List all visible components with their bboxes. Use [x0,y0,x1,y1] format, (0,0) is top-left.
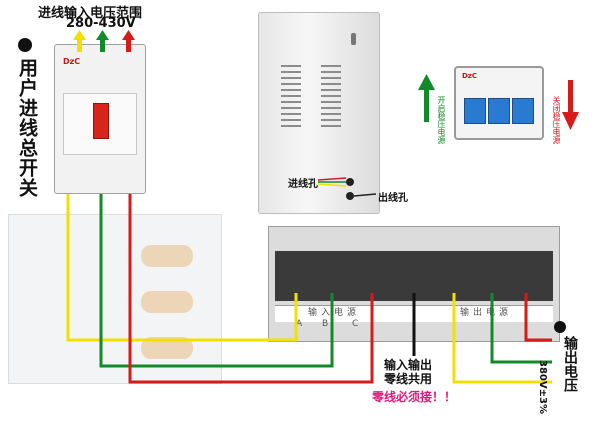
stabilizer-lower [8,214,222,384]
terminal-output-label: 输出电源 [460,308,513,318]
small-breaker-switch-3 [512,98,534,124]
wiring-diagram [66,30,579,384]
neutral-note: 输入输出 零线共用 [384,358,433,386]
cabinet-vent-left [281,65,301,131]
wire-yellow-output [452,293,552,384]
wire-in-label: 进线孔 [288,179,318,190]
wire-yellow-input [66,194,298,342]
terminal-letter-b: B [322,319,329,329]
neutral-warning: 零线必须接！！ [372,390,457,404]
input-arrow-green-icon [96,30,109,52]
input-arrow-yellow-icon [73,30,86,52]
cabinet-lock-icon [351,33,356,45]
input-range-title: 进线输入电压范围 [38,6,143,21]
wire-green-output [490,293,552,364]
close-arrow-icon [562,80,579,130]
main-switch-label: 用户进线总开关 [16,58,38,198]
transformer-coil-3 [141,337,193,359]
wire-out-label: 出线孔 [378,193,408,204]
wire-green-input [99,194,334,368]
main-breaker-brand: DzC [63,57,81,66]
main-breaker: DzC [54,44,146,194]
wire-hole-out-icon [346,192,354,200]
transformer-coil-1 [141,245,193,267]
small-breaker: DzC [454,66,544,140]
input-range-voltage: 280-430V [66,16,136,31]
wire-red-input [128,194,374,384]
wire-hole-leads [317,177,377,197]
wire-red-output [524,293,552,342]
transformer-coil-2 [141,291,193,313]
output-voltage: 380V±3% [537,360,548,414]
cabinet-vent-right [321,65,341,131]
bullet-dot-right [554,321,566,333]
main-breaker-handle [93,103,109,139]
small-breaker-switch-1 [464,98,486,124]
terminal-strip [275,251,553,301]
terminal-letter-c: C [352,319,359,329]
small-breaker-brand: DzC [462,72,478,80]
close-label: 关闭稳压电源 [552,96,561,144]
output-label: 输出电压 [562,336,578,392]
wire-hole-in-icon [346,178,354,186]
small-breaker-switch-2 [488,98,510,124]
input-arrow-red-icon [122,30,135,52]
bullet-dot-left [18,38,32,52]
terminal-letter-a: A [296,319,303,329]
open-arrow-icon [418,74,435,122]
open-label: 开启稳压电源 [437,96,446,144]
